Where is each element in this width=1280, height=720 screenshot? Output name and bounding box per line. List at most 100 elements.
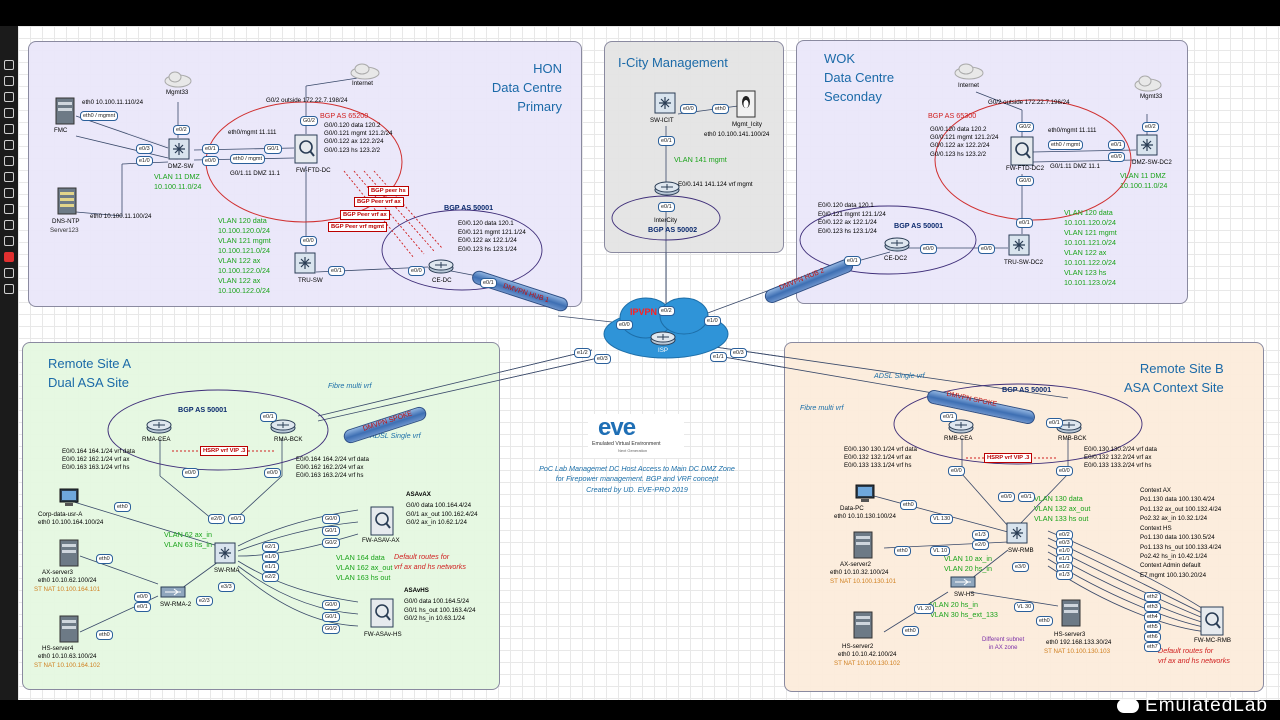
zoom-icon[interactable] xyxy=(4,156,14,166)
port-dc2-e0-0[interactable]: e0/0 xyxy=(1108,152,1125,162)
hs-server3-icon[interactable] xyxy=(1060,598,1082,628)
dmz-switch-icon[interactable] xyxy=(168,138,190,160)
mgmt-icity-server-icon[interactable] xyxy=(736,90,756,118)
ax-server2-icon[interactable] xyxy=(852,530,874,560)
port-dc2-e0-1b[interactable]: e0/1 xyxy=(1016,218,1033,228)
port-dc2-e0-2[interactable]: e0/2 xyxy=(1142,122,1159,132)
port-sw2-e0-0[interactable]: e0/0 xyxy=(134,592,151,602)
menu-icon[interactable] xyxy=(4,60,14,70)
list-icon[interactable] xyxy=(4,140,14,150)
isp-router-icon[interactable] xyxy=(650,330,676,346)
port-vl30[interactable]: VL 30 xyxy=(1014,602,1035,612)
port-rma-e2-2[interactable]: e2/2 xyxy=(262,572,279,582)
port-rma-e0-1[interactable]: e0/1 xyxy=(260,412,277,422)
corp-pc-icon[interactable] xyxy=(58,488,80,508)
settings-icon[interactable] xyxy=(4,220,14,230)
export-icon[interactable] xyxy=(4,268,14,278)
port-isp-e0-0[interactable]: e0/0 xyxy=(616,320,633,330)
port-vl20[interactable]: VL 20 xyxy=(914,604,935,614)
port-isp-e1-1[interactable]: e1/1 xyxy=(710,352,727,362)
port-rma-e1-1[interactable]: e1/1 xyxy=(262,562,279,572)
port-hs3-eth0[interactable]: eth0 xyxy=(1036,616,1053,626)
wok-internet-cloud-icon[interactable] xyxy=(954,62,984,80)
port-rmb-e1-3[interactable]: e1/3 xyxy=(1056,570,1073,580)
port-hs2-eth0[interactable]: eth0 xyxy=(902,626,919,636)
dmz-sw-dc2-icon[interactable] xyxy=(1136,134,1158,156)
globe-icon[interactable] xyxy=(4,172,14,182)
rmb-bck-router-icon[interactable] xyxy=(1056,418,1082,434)
grid-icon[interactable] xyxy=(4,124,14,134)
sw-rma2-switch-icon[interactable] xyxy=(160,584,186,598)
port-ax-eth0[interactable]: eth0 xyxy=(96,554,113,564)
port-e0-2[interactable]: e0/2 xyxy=(173,125,190,135)
lock-icon[interactable] xyxy=(4,252,14,262)
port-sw2-e0-1[interactable]: e0/1 xyxy=(134,602,151,612)
wok-fw-eth-mgmt-port[interactable]: eth0 / mgmt xyxy=(1048,140,1084,150)
port-isp-e1-0[interactable]: e1/0 xyxy=(704,316,721,326)
port-datapc-eth0[interactable]: eth0 xyxy=(900,500,917,510)
port-rmbbck-e0-0[interactable]: e0/0 xyxy=(1056,466,1073,476)
fw-ftd-dc2-icon[interactable] xyxy=(1010,136,1034,166)
fw-ftd-dc-icon[interactable] xyxy=(294,134,318,164)
port-g0-1[interactable]: G0/1 xyxy=(264,144,282,154)
sw-rmb-switch-icon[interactable] xyxy=(1006,522,1028,544)
port-vl130[interactable]: VL 130 xyxy=(930,514,954,524)
port-hs-g0-0[interactable]: G0/0 xyxy=(322,600,340,610)
rmb-cea-router-icon[interactable] xyxy=(948,418,974,434)
hs-server4-icon[interactable] xyxy=(58,614,80,644)
fullscreen-icon[interactable] xyxy=(4,284,14,294)
sw-rma-switch-icon[interactable] xyxy=(214,542,236,564)
port-e0-0-ce[interactable]: e0/0 xyxy=(408,266,425,276)
port-dc2-e0-0-ce[interactable]: e0/0 xyxy=(920,244,937,254)
port-isp-e0-2[interactable]: e0/2 xyxy=(658,306,675,316)
port-dc2-g0-2[interactable]: G0/2 xyxy=(1016,122,1034,132)
port-hs-g0-2[interactable]: G0/2 xyxy=(322,624,340,634)
port-e0-0-tru[interactable]: e0/0 xyxy=(300,236,317,246)
port-rmbbck-e0-1[interactable]: e0/1 xyxy=(1046,418,1063,428)
port-ax-g0-2[interactable]: G0/2 xyxy=(322,538,340,548)
port-rmb-e0-0[interactable]: e0/0 xyxy=(948,466,965,476)
port-e0-1-tru[interactable]: e0/1 xyxy=(328,266,345,276)
port-rma-e0-1b[interactable]: e0/1 xyxy=(228,514,245,524)
intercity-router-icon[interactable] xyxy=(654,180,680,196)
port-icit-e0-0[interactable]: e0/0 xyxy=(680,104,697,114)
port-e0-0[interactable]: e0/0 xyxy=(202,156,219,166)
tru-switch-icon[interactable] xyxy=(294,252,316,274)
port-ax-g0-0[interactable]: G0/0 xyxy=(322,514,340,524)
port-fw-eth7[interactable]: eth7 xyxy=(1144,642,1161,652)
port-ax-g0-1[interactable]: G0/1 xyxy=(322,526,340,536)
port-e0-1-ce[interactable]: e0/1 xyxy=(480,278,497,288)
mgmt33-cloud-icon[interactable] xyxy=(164,70,192,88)
wok-mgmt33-cloud-icon[interactable] xyxy=(1134,74,1162,92)
fw-asav-ax-icon[interactable] xyxy=(370,506,394,536)
port-icit-e0-1[interactable]: e0/1 xyxy=(658,136,675,146)
port-dc2-e0-0-sw[interactable]: e0/0 xyxy=(978,244,995,254)
port-fw-eth4[interactable]: eth4 xyxy=(1144,612,1161,622)
port-hs-g0-1[interactable]: G0/1 xyxy=(322,612,340,622)
port-fw-eth3[interactable]: eth3 xyxy=(1144,602,1161,612)
fw-eth-mgmt-port[interactable]: eth0 / mgmt xyxy=(230,154,266,164)
ce-dc-router-icon[interactable] xyxy=(428,258,454,274)
port-isp-e0-3b[interactable]: e0/3 xyxy=(730,348,747,358)
power-icon[interactable] xyxy=(4,236,14,246)
port-rmb-e0-1b[interactable]: e0/1 xyxy=(1018,492,1035,502)
add-icon[interactable] xyxy=(4,92,14,102)
port-sw-e1-3[interactable]: e1/3 xyxy=(972,530,989,540)
port-dc2-e0-1-ce[interactable]: e0/1 xyxy=(844,256,861,266)
port-fw-eth2[interactable]: eth2 xyxy=(1144,592,1161,602)
port-e1-0[interactable]: e1/0 xyxy=(136,156,153,166)
fmc-server-icon[interactable] xyxy=(54,96,76,126)
port-intercity-e0-1[interactable]: e0/1 xyxy=(658,202,675,212)
port-fw-eth6[interactable]: eth6 xyxy=(1144,632,1161,642)
port-rmb-e0-0b[interactable]: e0/0 xyxy=(998,492,1015,502)
port-isp-e1-2[interactable]: e1/2 xyxy=(574,348,591,358)
text-icon[interactable] xyxy=(4,108,14,118)
port-rma-e1-0[interactable]: e1/0 xyxy=(262,552,279,562)
ce-dc2-router-icon[interactable] xyxy=(884,236,910,252)
port-dc2-e0-1[interactable]: e0/1 xyxy=(1108,140,1125,150)
fmc-mgmt-port[interactable]: eth0 / mgmnt xyxy=(80,111,119,121)
port-fw-eth5[interactable]: eth5 xyxy=(1144,622,1161,632)
port-sw2-e2-3[interactable]: e2/3 xyxy=(196,596,213,606)
ax-server3-icon[interactable] xyxy=(58,538,80,568)
port-sw-e3-0[interactable]: e3/0 xyxy=(1012,562,1029,572)
